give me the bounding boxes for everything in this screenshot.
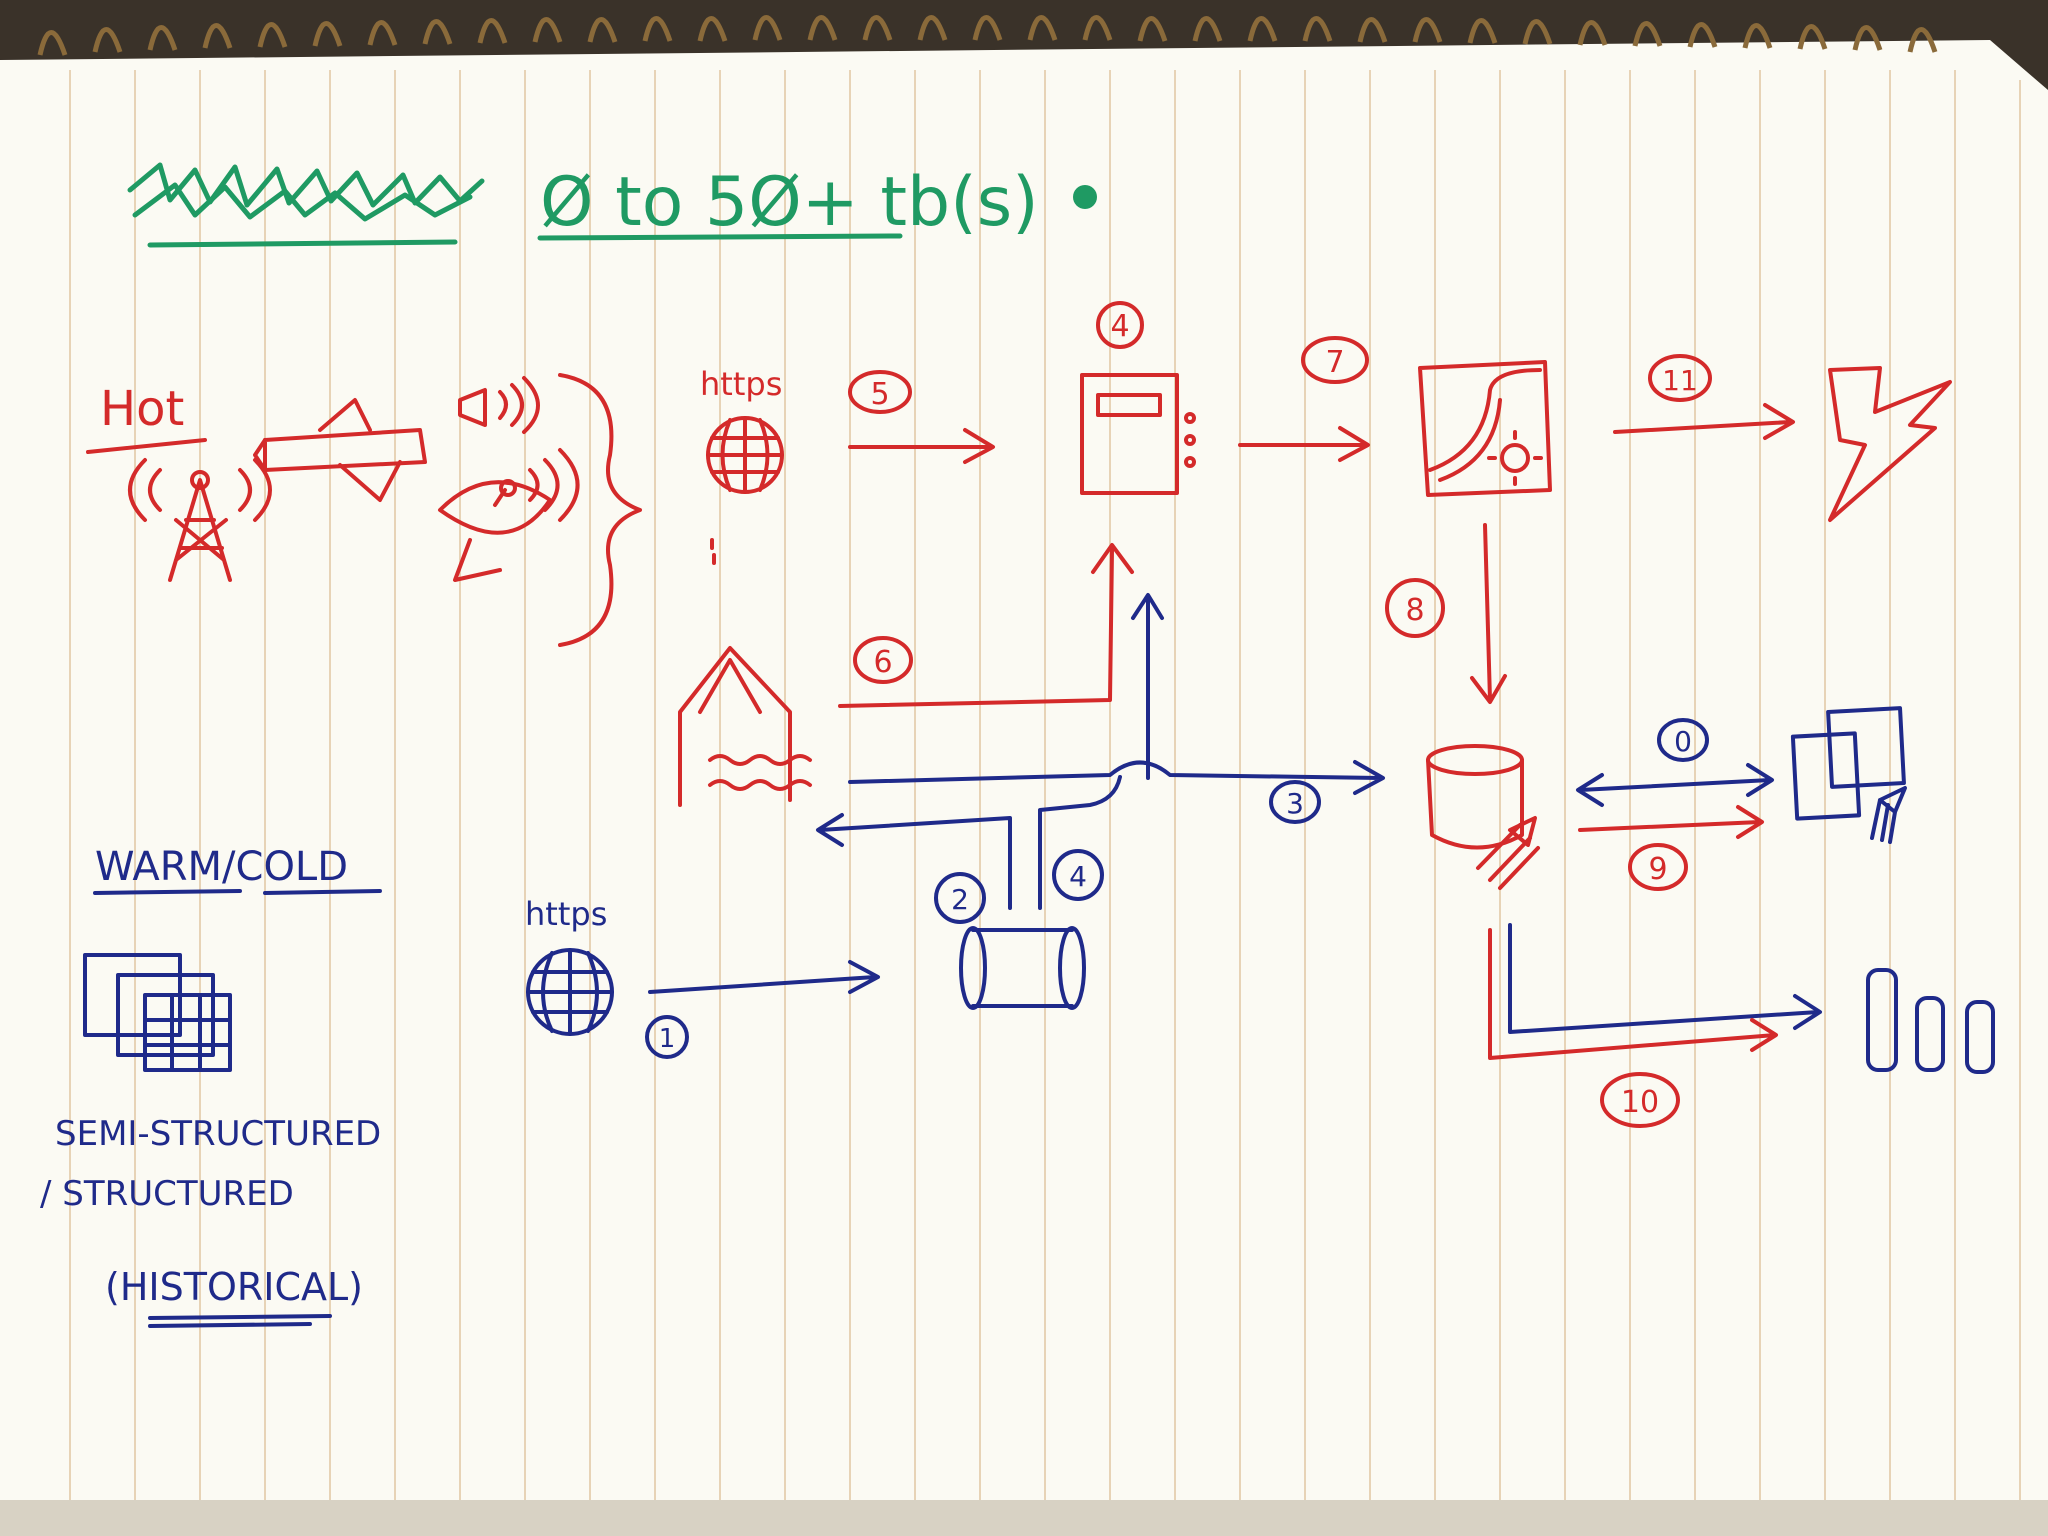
step-11-number: 11 [1662, 364, 1698, 397]
https-label-top: https [700, 365, 782, 403]
ml-workspace-icon [1790, 706, 1907, 844]
step-1-badge: 1 [645, 1015, 689, 1059]
step-4-badge-top: 4 [1096, 301, 1144, 349]
arrow-up-to-ingest [1131, 593, 1164, 780]
ingest-appliance-icon [1080, 373, 1196, 495]
https-label-bottom: https [525, 895, 607, 933]
arrow-3 [848, 760, 1385, 795]
arrow-5 [848, 428, 995, 464]
cell-tower-icon [128, 458, 272, 582]
arrow-8 [1470, 523, 1507, 704]
files-table-icon [83, 953, 232, 1072]
arrow-1 [648, 960, 880, 994]
speaker-icon [458, 376, 540, 434]
step-6-badge: 6 [853, 636, 913, 684]
step-10-number: 10 [1621, 1085, 1659, 1120]
arrow-6 [838, 543, 1134, 708]
step-8-number: 8 [1405, 593, 1424, 628]
arrow-10-red [1488, 928, 1778, 1060]
ellipsis-dots [710, 538, 716, 565]
data-lake-cylinder-icon [1426, 744, 1540, 890]
step-2-badge: 2 [934, 872, 986, 924]
step-9-number: 9 [1648, 852, 1667, 887]
step-0-number: 0 [1674, 725, 1692, 758]
ruled-lines [69, 70, 2021, 1500]
step-1-number: 1 [659, 1024, 676, 1054]
hot-label: Hot [100, 381, 184, 437]
step-4-badge-bottom: 4 [1052, 849, 1104, 901]
historical-label: (HISTORICAL) [105, 1265, 363, 1309]
arrow-7 [1238, 426, 1370, 462]
arrow-0-bidirectional [1576, 763, 1774, 807]
arrow-9 [1578, 805, 1764, 839]
step-4-number-bottom: 4 [1069, 860, 1087, 893]
airplane-icon [253, 398, 427, 502]
message-pipe-icon [959, 926, 1086, 1010]
step-10-badge: 10 [1600, 1072, 1680, 1128]
semi-structured-label: SEMI-STRUCTURED [55, 1114, 381, 1154]
step-3-number: 3 [1286, 787, 1304, 820]
arrow-10-blue [1508, 923, 1822, 1034]
page-edge [0, 1500, 2048, 1536]
hot-underline [86, 438, 207, 454]
paper-sheet [0, 40, 2048, 1536]
step-3-badge: 3 [1269, 780, 1321, 824]
step-9-badge: 9 [1628, 843, 1688, 891]
step-7-badge: 7 [1301, 336, 1369, 384]
warm-cold-label: WARM/COLD [95, 844, 348, 890]
step-8-badge: 8 [1385, 578, 1445, 638]
arrow-4 [1038, 775, 1122, 910]
spiral-binding [37, 15, 1938, 56]
scribbled-out-word [127, 162, 485, 248]
step-5-badge: 5 [848, 370, 912, 414]
step-6-number: 6 [873, 645, 892, 680]
step-2-number: 2 [951, 883, 969, 916]
data-warehouse-icon [1866, 968, 1995, 1074]
arrow-11 [1613, 403, 1795, 440]
historical-underline [148, 1314, 332, 1328]
factory-icon [678, 646, 812, 807]
step-5-number: 5 [870, 377, 889, 412]
structured-label: / STRUCTURED [40, 1174, 294, 1214]
page-title: Ø to 5Ø+ tb(s) [540, 163, 1039, 242]
globe-icon-top [706, 416, 784, 494]
warm-cold-underline [93, 889, 382, 895]
lightning-bolt-icon [1828, 366, 1952, 522]
title-underline [537, 233, 903, 241]
globe-icon-bottom [526, 948, 614, 1036]
step-0-badge: 0 [1657, 718, 1709, 762]
arrow-2 [816, 813, 1012, 910]
title-dot [1073, 185, 1097, 209]
step-11-badge: 11 [1648, 354, 1712, 402]
satellite-dish-icon [438, 448, 580, 582]
grouping-brace [558, 373, 642, 647]
stream-analytics-icon [1418, 360, 1552, 497]
step-4-number-top: 4 [1110, 309, 1129, 344]
step-7-number: 7 [1325, 345, 1344, 380]
